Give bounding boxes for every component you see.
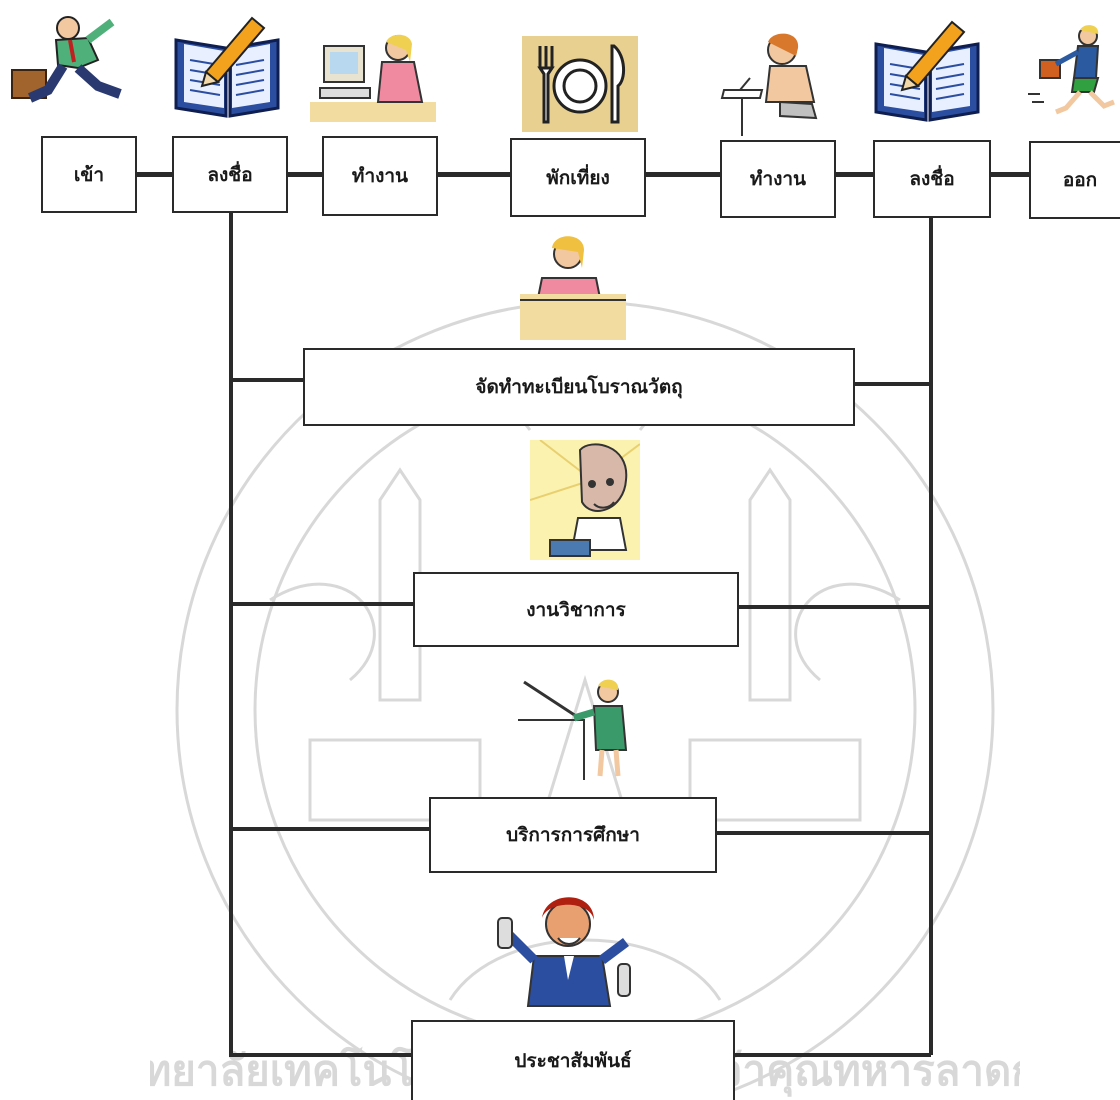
writing-worker-icon (720, 33, 818, 136)
desk-clerk-icon (520, 236, 626, 340)
step-work-afternoon-label: ทำงาน (749, 168, 807, 190)
step-exit-label: ออก (1062, 169, 1098, 191)
connector-pr-left (229, 1053, 413, 1057)
task-registration-box: จัดทำทะเบียนโบราณวัตถุ (303, 348, 855, 426)
connector-registration-left (229, 378, 304, 382)
step-sign-in-label: ลงชื่อ (207, 163, 253, 186)
step-work-morning-label: ทำงาน (351, 165, 409, 187)
task-academic-box: งานวิชาการ (413, 572, 739, 647)
step-lunch-box: พักเที่ยง (510, 138, 646, 217)
right-rail (929, 218, 933, 1055)
connector-registration-right (853, 382, 931, 386)
book-pencil-icon (174, 16, 280, 118)
connector-edu-right (715, 831, 931, 835)
task-public-relations-label: ประชาสัมพันธ์ (514, 1050, 632, 1072)
step-sign-in-box: ลงชื่อ (172, 136, 288, 213)
book-pencil-icon (874, 20, 980, 122)
task-education-service-label: บริการการศึกษา (506, 824, 640, 846)
running-businessman-icon (11, 16, 122, 103)
phone-operator-icon (497, 897, 631, 1007)
left-rail (229, 212, 233, 1055)
step-exit-box: ออก (1029, 141, 1120, 219)
step-work-afternoon-box: ทำงาน (720, 140, 836, 218)
plate-fork-knife-icon (522, 36, 638, 132)
step-enter-label: เข้า (73, 163, 105, 186)
task-education-service-box: บริการการศึกษา (429, 797, 717, 873)
step-sign-out-label: ลงชื่อ (909, 168, 955, 190)
thinking-scholar-icon (530, 440, 640, 560)
teacher-pointer-icon (518, 679, 628, 780)
connector-academic-left (229, 602, 415, 606)
step-enter-box: เข้า (41, 136, 137, 213)
task-public-relations-box: ประชาสัมพันธ์ (411, 1020, 735, 1100)
task-registration-label: จัดทำทะเบียนโบราณวัตถุ (475, 376, 683, 398)
connector-edu-left (229, 827, 431, 831)
connector-academic-right (737, 605, 931, 609)
step-work-morning-box: ทำงาน (322, 136, 438, 216)
connector-pr-right (733, 1053, 931, 1057)
task-academic-label: งานวิชาการ (526, 598, 626, 621)
computer-worker-icon (310, 34, 436, 122)
step-lunch-label: พักเที่ยง (546, 166, 610, 189)
running-woman-icon (1028, 25, 1115, 115)
step-sign-out-box: ลงชื่อ (873, 140, 991, 218)
